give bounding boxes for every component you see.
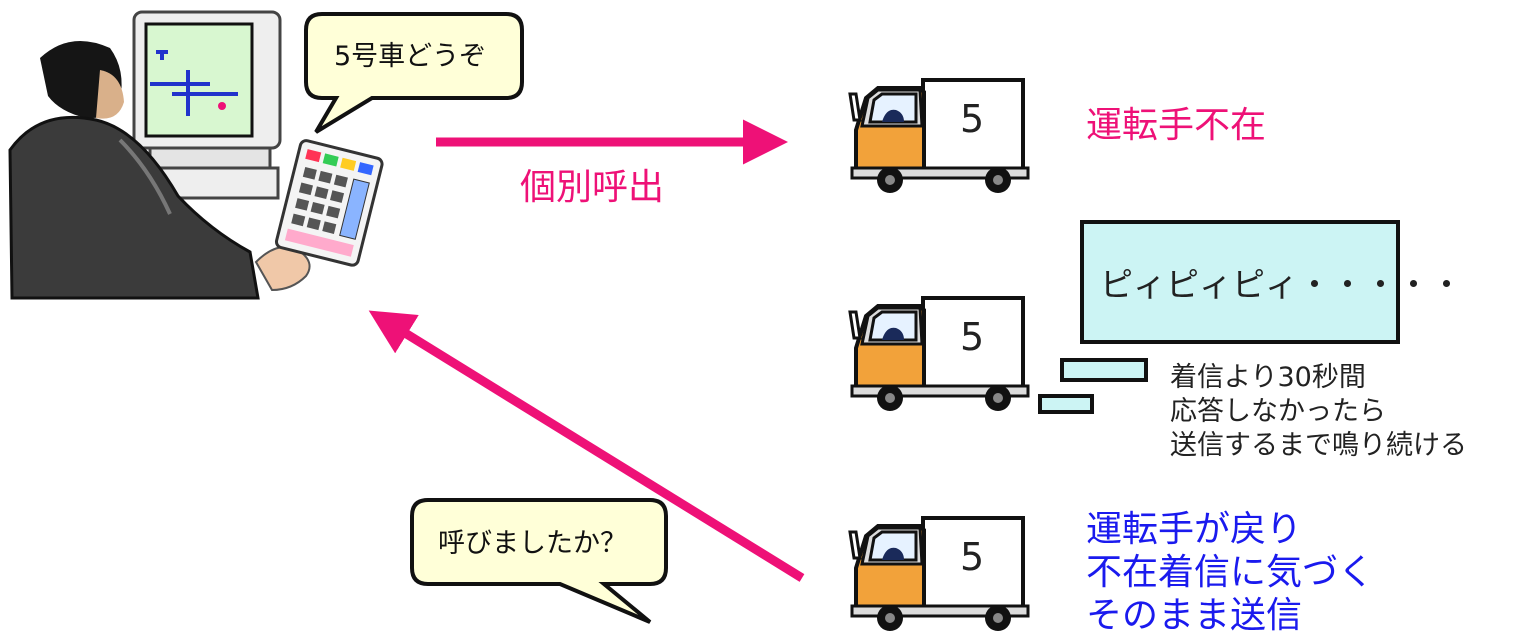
truck-number-bottom: 5: [960, 535, 985, 579]
terminal-screen-text: ピィピィピィ・・・・・: [1100, 265, 1463, 304]
driver-return-line-1: 運転手が戻り: [1086, 509, 1303, 550]
note-line-2: 応答しなかったら: [1170, 396, 1386, 427]
dispatcher-speech-text: 5号車どうぞ: [334, 41, 487, 72]
driver-absent-status: 運転手不在: [1086, 105, 1267, 146]
dispatcher-figure: [8, 10, 384, 300]
note-line-3: 送信するまで鳴り続ける: [1170, 430, 1467, 461]
driver-speech-text: 呼びましたか？: [438, 528, 627, 559]
dispatcher-speech-bubble: [304, 12, 524, 134]
driver-return-line-3: そのまま送信: [1086, 595, 1303, 636]
truck-number-middle: 5: [960, 315, 985, 359]
individual-call-label: 個別呼出: [520, 167, 665, 208]
driver-speech-bubble: [410, 498, 668, 624]
in-cab-terminal-icon: [1038, 220, 1400, 414]
return-call-arrow: [368, 310, 805, 582]
terminal-screen: [1080, 220, 1400, 344]
note-line-1: 着信より30秒間: [1170, 362, 1366, 393]
driver-return-line-2: 不在着信に気づく: [1086, 552, 1375, 593]
keypad-icon: [274, 139, 384, 267]
truck-icon-top: [848, 78, 1030, 195]
truck-icon-bottom: [848, 516, 1030, 633]
truck-icon-middle: [848, 296, 1030, 413]
truck-number-top: 5: [960, 97, 985, 141]
